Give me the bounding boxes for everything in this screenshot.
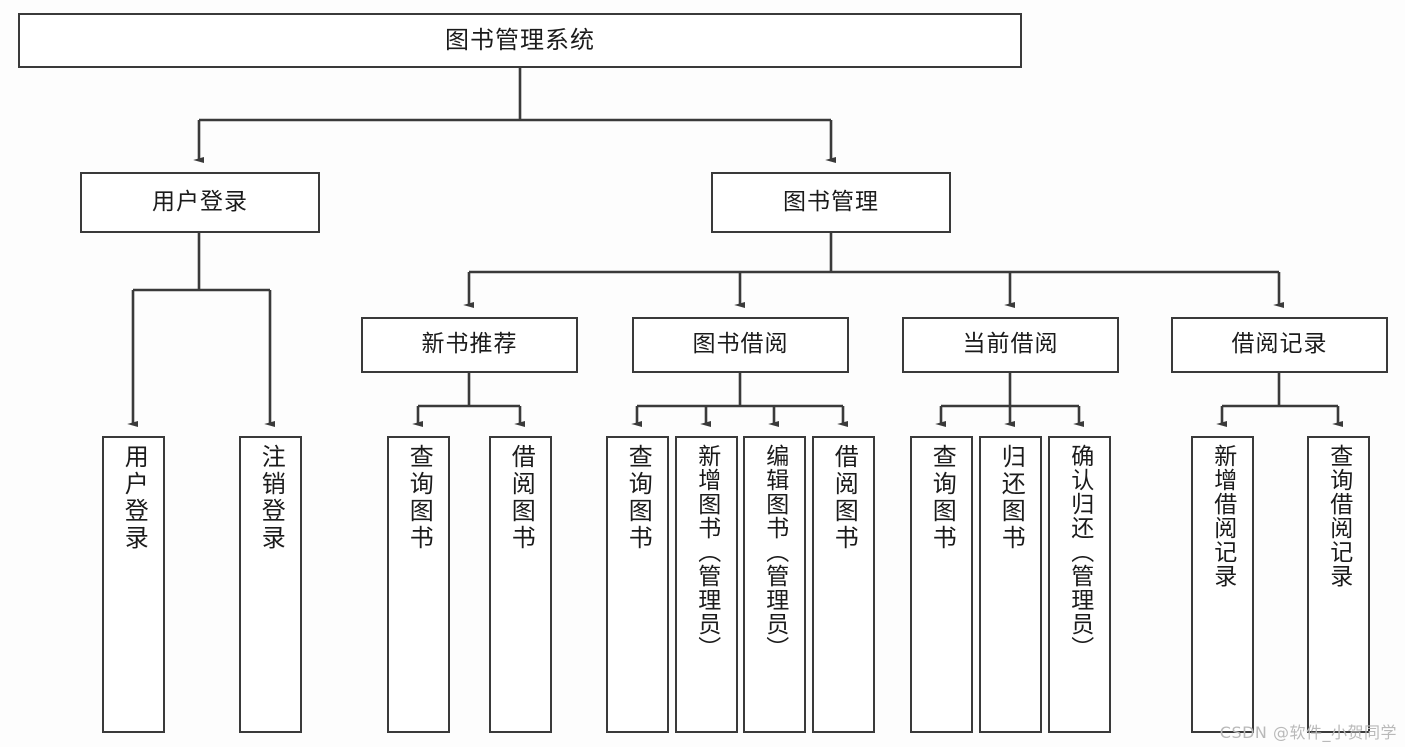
node-new-book-recommend[interactable]: 新书推荐	[361, 317, 578, 373]
leaf-query-borrow-record-label: 查询借阅记录	[1325, 444, 1352, 588]
leaf-return-book[interactable]: 归还图书	[979, 436, 1042, 733]
leaf-logout[interactable]: 注销登录	[239, 436, 302, 733]
leaf-logout-label: 注销登录	[257, 444, 286, 552]
node-new-book-recommend-label: 新书推荐	[421, 331, 518, 358]
node-user-login[interactable]: 用户登录	[80, 172, 320, 233]
node-user-login-label: 用户登录	[152, 188, 248, 215]
csdn-watermark: CSDN @软件_小贺同学	[1219, 723, 1397, 742]
node-root[interactable]: 图书管理系统	[18, 13, 1022, 68]
node-book-borrow[interactable]: 图书借阅	[632, 317, 849, 373]
leaf-borrow-book-1[interactable]: 借阅图书	[489, 436, 552, 733]
leaf-confirm-return-admin-label: 确认归还（管理员）	[1066, 444, 1093, 660]
leaf-query-book-1[interactable]: 查询图书	[387, 436, 450, 733]
leaf-query-book-2-label: 查询图书	[624, 444, 653, 552]
leaf-query-borrow-record[interactable]: 查询借阅记录	[1307, 436, 1370, 733]
leaf-query-book-3-label: 查询图书	[928, 444, 957, 552]
node-book-borrow-label: 图书借阅	[692, 331, 789, 358]
leaf-add-borrow-record-label: 新增借阅记录	[1209, 444, 1236, 588]
leaf-query-book-1-label: 查询图书	[405, 444, 434, 552]
leaf-query-book-3[interactable]: 查询图书	[910, 436, 973, 733]
leaf-return-book-label: 归还图书	[997, 444, 1026, 552]
leaf-add-book-admin[interactable]: 新增图书（管理员）	[675, 436, 738, 733]
leaf-borrow-book-2[interactable]: 借阅图书	[812, 436, 875, 733]
node-root-label: 图书管理系统	[445, 26, 595, 55]
leaf-user-login-label: 用户登录	[120, 444, 149, 552]
leaf-user-login[interactable]: 用户登录	[102, 436, 165, 733]
node-borrow-records-label: 借阅记录	[1231, 331, 1328, 358]
leaf-edit-book-admin-label: 编辑图书（管理员）	[761, 444, 788, 660]
node-book-management-label: 图书管理	[783, 188, 879, 215]
leaf-add-borrow-record[interactable]: 新增借阅记录	[1191, 436, 1254, 733]
leaf-add-book-admin-label: 新增图书（管理员）	[693, 444, 720, 660]
leaf-query-book-2[interactable]: 查询图书	[606, 436, 669, 733]
node-book-management[interactable]: 图书管理	[711, 172, 951, 233]
node-current-borrow[interactable]: 当前借阅	[902, 317, 1119, 373]
leaf-borrow-book-2-label: 借阅图书	[830, 444, 859, 552]
leaf-confirm-return-admin[interactable]: 确认归还（管理员）	[1048, 436, 1111, 733]
leaf-borrow-book-1-label: 借阅图书	[507, 444, 536, 552]
node-current-borrow-label: 当前借阅	[962, 331, 1059, 358]
node-borrow-records[interactable]: 借阅记录	[1171, 317, 1388, 373]
leaf-edit-book-admin[interactable]: 编辑图书（管理员）	[743, 436, 806, 733]
